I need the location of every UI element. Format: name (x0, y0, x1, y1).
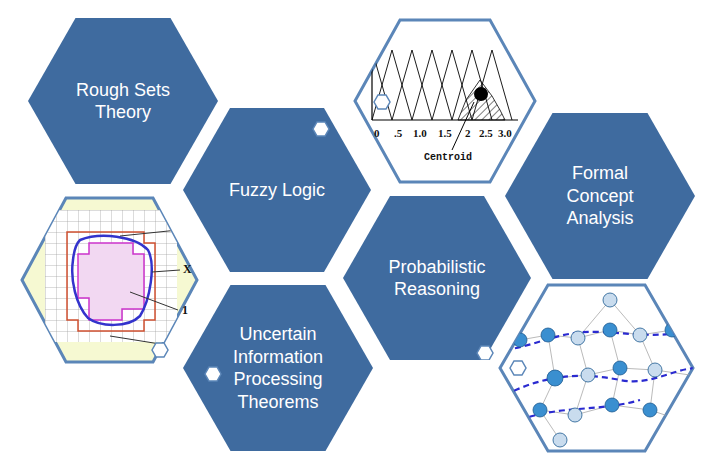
axis-label: 2.5 (479, 128, 493, 139)
hexagon-icon (313, 122, 329, 136)
axis-label: 2 (465, 128, 471, 139)
hexagon-shape (343, 196, 531, 360)
axis-label: 0 (374, 128, 380, 139)
rough-set-figure (22, 198, 197, 362)
hexagon-shape (28, 18, 218, 184)
hexagon-outline (505, 113, 695, 279)
axis-label: .5 (394, 128, 402, 139)
concept-hexagon: Uncertain Information Processing Theorem… (183, 285, 373, 451)
axis-label: 1.5 (438, 128, 452, 139)
hexagon-label: Probabilistic Reasoning (367, 256, 507, 301)
concept-hexagon: Probabilistic Reasoning (343, 196, 531, 360)
hexagon-label: Fuzzy Logic (212, 179, 342, 202)
axis-label: 1.0 (413, 128, 427, 139)
axis-label: Centroid (424, 153, 472, 163)
hexagon-shape (183, 285, 373, 451)
concept-lattice-figure (500, 285, 695, 451)
fuzzy-plot-figure (355, 20, 535, 182)
hexagon-label: Uncertain Information Processing Theorem… (214, 323, 342, 413)
callout-label: 1 (182, 304, 188, 316)
callout-label: X (183, 263, 192, 275)
hexagon-label: Formal Concept Analysis (540, 162, 660, 230)
hexagon-outline (183, 108, 371, 272)
hexagon-outline (343, 196, 531, 360)
hexagon-outline (28, 18, 218, 184)
hexagon-icon (205, 367, 221, 381)
hexagon-icon (477, 346, 493, 360)
hexagon-label: Rough Sets Theory (63, 79, 183, 124)
concept-hexagon: Formal Concept Analysis (505, 113, 695, 279)
hexagon-outline (183, 285, 373, 451)
concept-hexagon: Fuzzy Logic (183, 108, 371, 272)
concept-hexagon: Rough Sets Theory (28, 18, 218, 184)
axis-label: 3.0 (498, 128, 512, 139)
